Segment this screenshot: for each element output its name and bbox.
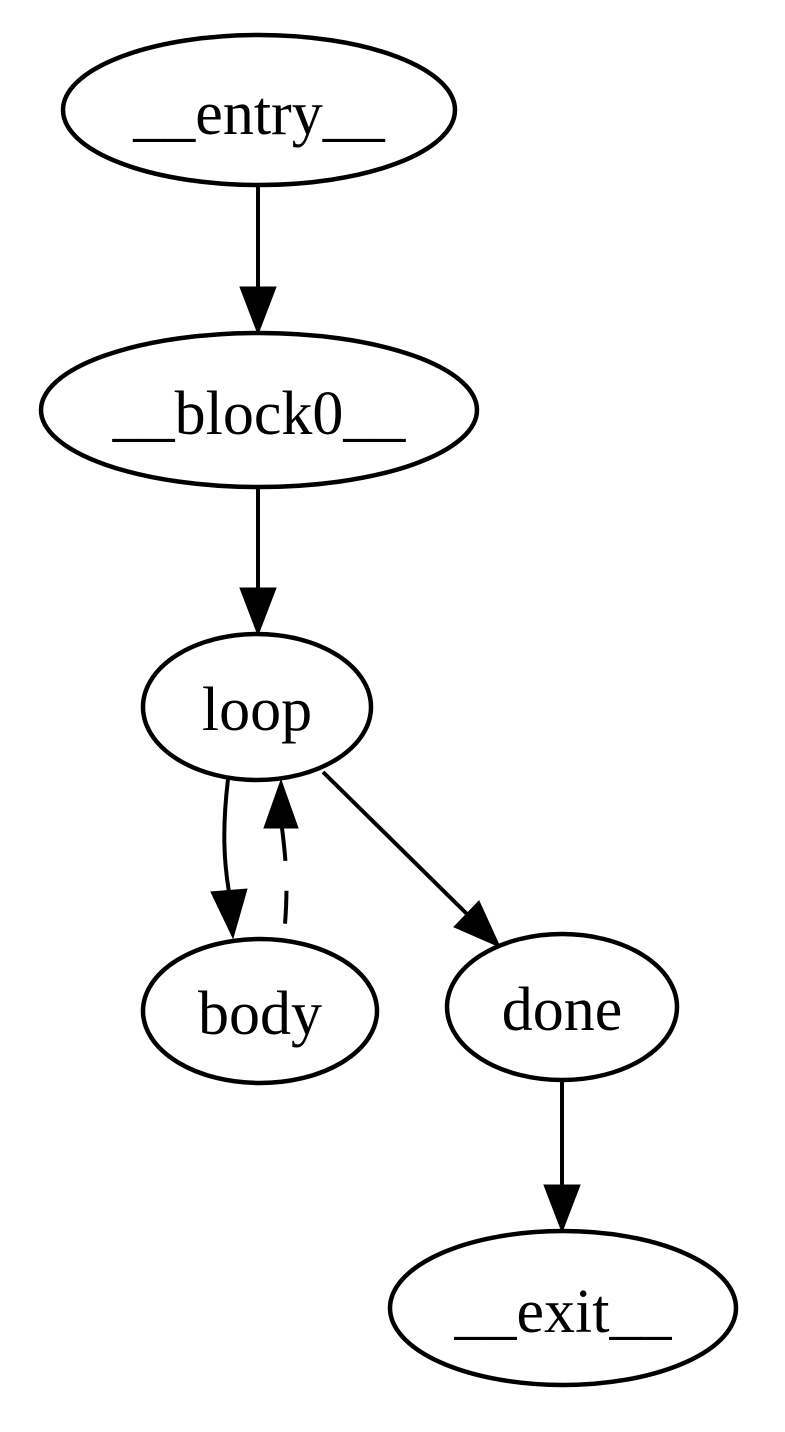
node-block0-label: __block0__ xyxy=(112,380,407,448)
edge-done-exit-arrowhead-icon xyxy=(543,1184,581,1234)
edge-loop-body-line xyxy=(222,778,231,893)
edge-loop-done-line xyxy=(321,770,472,919)
edge-body-loop xyxy=(263,778,299,937)
node-loop-ellipse xyxy=(140,631,374,783)
node-entry: __entry__ xyxy=(60,32,458,188)
edge-block0-loop xyxy=(239,488,277,637)
node-exit-label: __exit__ xyxy=(454,1278,673,1346)
node-body-label: body xyxy=(198,980,322,1048)
edge-block0-loop-arrowhead-icon xyxy=(239,587,277,637)
node-done: done xyxy=(444,931,680,1083)
edge-done-exit xyxy=(543,1082,581,1234)
node-body: body xyxy=(140,936,380,1086)
edge-loop-body xyxy=(210,778,248,940)
edge-loop-done xyxy=(321,770,501,948)
node-loop-label: loop xyxy=(202,676,312,744)
node-exit: __exit__ xyxy=(387,1228,739,1388)
node-block0-ellipse xyxy=(38,330,480,490)
node-exit-ellipse xyxy=(387,1228,739,1388)
edge-loop-done-arrowhead-icon xyxy=(453,900,501,948)
edge-body-loop-arrowhead-icon xyxy=(263,778,299,829)
node-block0: __block0__ xyxy=(38,330,480,490)
edge-entry-block0 xyxy=(239,186,277,336)
node-body-ellipse xyxy=(140,936,380,1086)
edge-body-loop-line xyxy=(280,827,289,937)
edge-entry-block0-arrowhead-icon xyxy=(239,286,277,336)
node-entry-ellipse xyxy=(60,32,458,188)
node-done-ellipse xyxy=(444,931,680,1083)
node-done-label: done xyxy=(502,976,623,1044)
node-entry-label: __entry__ xyxy=(132,80,385,148)
edge-loop-body-arrowhead-icon xyxy=(210,888,248,940)
node-loop: loop xyxy=(140,631,374,783)
